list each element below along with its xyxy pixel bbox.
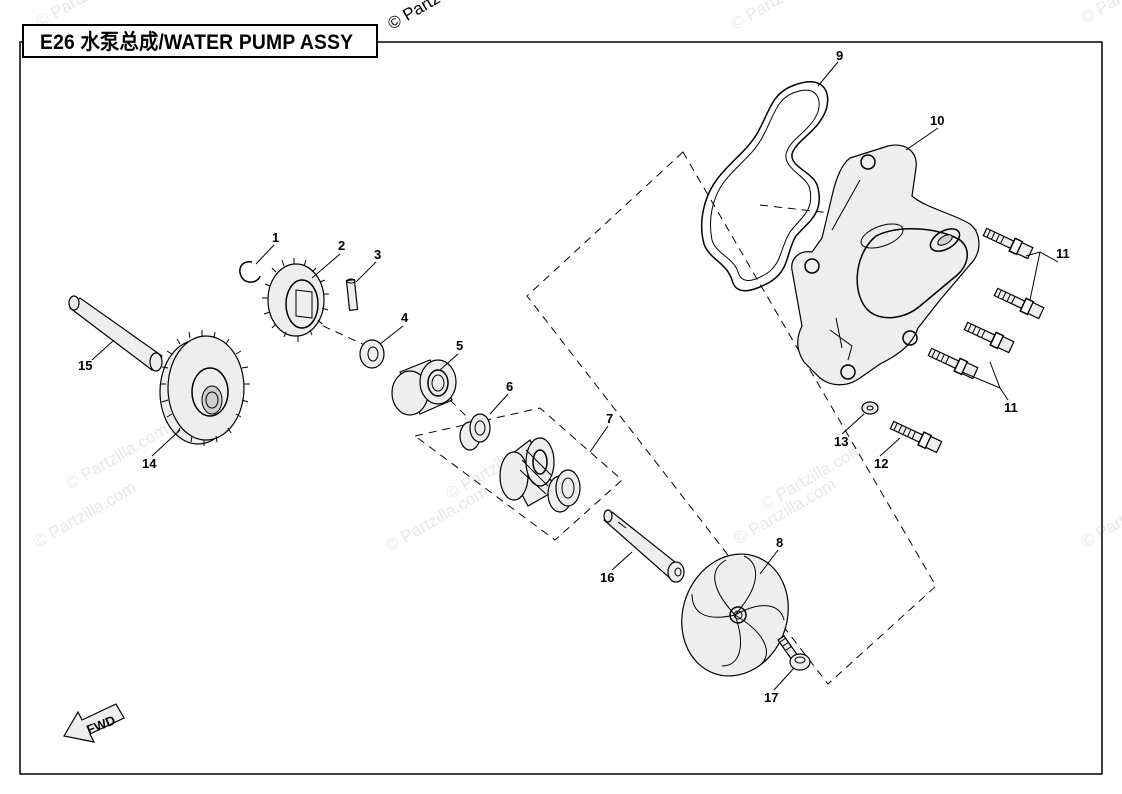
watermark-4: © Partzilla.com (1078, 478, 1122, 552)
callout-13: 13 (834, 434, 848, 449)
callouts: 1 2 3 4 5 6 7 8 9 10 11 11 12 13 14 15 1… (78, 48, 1070, 705)
callout-8: 8 (776, 535, 783, 550)
callout-10: 10 (930, 113, 944, 128)
circlip (239, 261, 261, 283)
small-gear (262, 258, 329, 342)
forward-arrow: FWD (63, 703, 125, 743)
oil-seal (459, 413, 491, 451)
callout-2: 2 (338, 238, 345, 253)
diagram-title-box: E26 水泵总成/WATER PUMP ASSY (22, 24, 378, 58)
watermark-1: © Partzilla.com (31, 478, 140, 552)
impeller (681, 553, 789, 677)
callout-12: 12 (874, 456, 888, 471)
drain-washer (861, 401, 879, 415)
callout-1: 1 (272, 230, 279, 245)
gasket (700, 81, 829, 292)
callout-16: 16 (600, 570, 614, 585)
pump-cover (791, 144, 980, 386)
mechanical-seal (499, 437, 581, 513)
watermark-6: © Partzilla.com (728, 0, 837, 33)
callout-15: 15 (78, 358, 92, 373)
callout-3: 3 (374, 247, 381, 262)
gear-shaft (68, 295, 163, 372)
callout-14: 14 (142, 456, 157, 471)
callout-17: 17 (764, 690, 778, 705)
dowel-pin (345, 278, 359, 311)
callout-11-bottom: 11 (1004, 400, 1018, 415)
pump-shaft (603, 509, 685, 583)
leader-lines (91, 61, 1059, 691)
impeller-bolt (777, 635, 811, 671)
callout-6: 6 (506, 379, 513, 394)
callout-7: 7 (606, 411, 613, 426)
thrust-washer (359, 339, 385, 369)
diagram-frame (19, 41, 1103, 775)
watermark-top: © Partz (385, 0, 444, 33)
diagram-title: E26 水泵总成/WATER PUMP ASSY (40, 31, 354, 54)
cover-bolts (927, 227, 1045, 380)
callout-4: 4 (401, 310, 409, 325)
watermark-7: © Partzilla.com (1078, 0, 1122, 27)
callout-5: 5 (456, 338, 463, 353)
callout-9: 9 (836, 48, 843, 63)
drain-bolt (889, 420, 943, 454)
watermark-2: © Partzilla.com (383, 482, 492, 556)
callout-11-top: 11 (1056, 246, 1070, 261)
large-gear (159, 330, 250, 446)
bearing (391, 359, 457, 416)
